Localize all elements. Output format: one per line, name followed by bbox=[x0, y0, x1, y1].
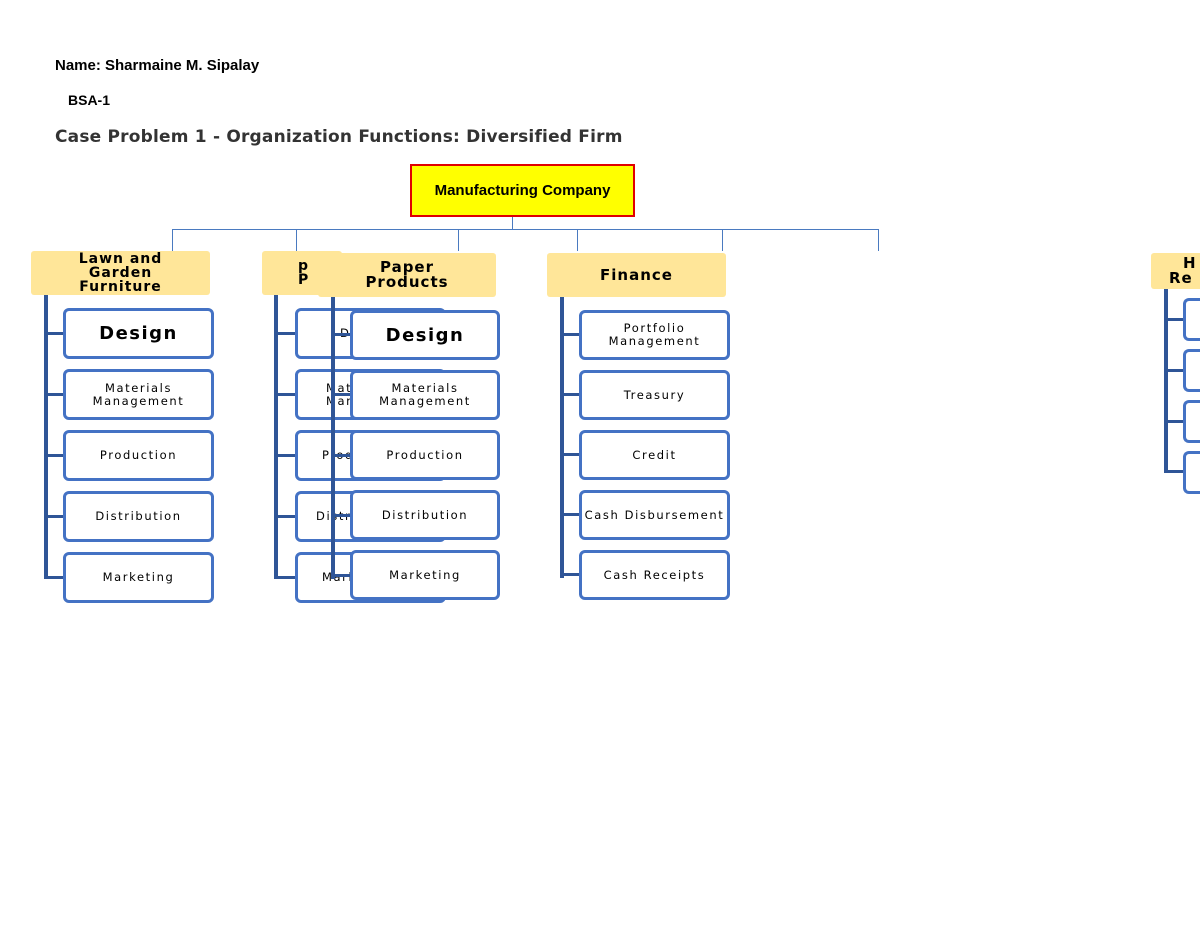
lawn-tick bbox=[44, 393, 64, 396]
dept-hr-label-top: H bbox=[1183, 254, 1197, 272]
page-title: Case Problem 1 - Organization Functions:… bbox=[55, 127, 623, 147]
root-node: Manufacturing Company bbox=[410, 164, 635, 217]
paper-item-distribution: Distribution bbox=[350, 490, 500, 540]
hidden-spine bbox=[274, 295, 278, 579]
branch-drop bbox=[172, 229, 173, 251]
root-connector-horizontal bbox=[172, 229, 879, 230]
finance-spine bbox=[560, 297, 564, 578]
paper-item-materials-management: Materials Management bbox=[350, 370, 500, 420]
student-name: Name: Sharmaine M. Sipalay bbox=[55, 57, 260, 74]
root-connector-vertical bbox=[512, 217, 513, 229]
hr-tick bbox=[1164, 420, 1184, 423]
paper-spine bbox=[331, 297, 335, 579]
hidden-tick bbox=[274, 332, 296, 335]
hidden-tick bbox=[274, 454, 296, 457]
student-class: BSA-1 bbox=[68, 92, 111, 108]
lawn-item-production: Production bbox=[63, 430, 214, 481]
finance-tick bbox=[560, 513, 580, 516]
hr-tick bbox=[1164, 369, 1184, 372]
paper-tick bbox=[331, 514, 351, 517]
paper-item-marketing: Marketing bbox=[350, 550, 500, 600]
dept-finance: Finance bbox=[547, 253, 726, 297]
finance-tick bbox=[560, 453, 580, 456]
finance-item-portfolio-management: Portfolio Management bbox=[579, 310, 730, 360]
branch-drop bbox=[722, 229, 723, 251]
dept-paper-products-label: Paper Products bbox=[365, 258, 449, 291]
paper-tick bbox=[331, 574, 351, 577]
lawn-item-materials-management: Materials Management bbox=[63, 369, 214, 420]
finance-tick bbox=[560, 573, 580, 576]
root-label: Manufacturing Company bbox=[434, 182, 611, 199]
paper-tick bbox=[331, 333, 351, 336]
hr-item-partial bbox=[1183, 400, 1200, 443]
finance-item-credit: Credit bbox=[579, 430, 730, 480]
dept-finance-label: Finance bbox=[600, 266, 673, 284]
dept-hidden-label-bottom: P bbox=[298, 272, 310, 288]
finance-item-treasury: Treasury bbox=[579, 370, 730, 420]
branch-drop bbox=[878, 229, 879, 251]
dept-hidden-label-top: p bbox=[298, 258, 310, 274]
lawn-tick bbox=[44, 454, 64, 457]
hr-item-partial bbox=[1183, 349, 1200, 392]
lawn-item-design: Design bbox=[63, 308, 214, 359]
hidden-tick bbox=[274, 393, 296, 396]
lawn-tick bbox=[44, 515, 64, 518]
hr-spine bbox=[1164, 289, 1168, 473]
paper-tick bbox=[331, 393, 351, 396]
hr-item-partial bbox=[1183, 451, 1200, 494]
dept-lawn-garden: Lawn and Garden Furniture bbox=[31, 251, 210, 295]
dept-paper-products: Paper Products bbox=[318, 253, 496, 297]
lawn-spine bbox=[44, 295, 48, 579]
hidden-tick bbox=[274, 576, 296, 579]
hr-item-partial bbox=[1183, 298, 1200, 341]
finance-item-cash-disbursement: Cash Disbursement bbox=[579, 490, 730, 540]
branch-drop bbox=[458, 229, 459, 251]
finance-tick bbox=[560, 393, 580, 396]
finance-tick bbox=[560, 333, 580, 336]
lawn-tick bbox=[44, 576, 64, 579]
paper-item-production: Production bbox=[350, 430, 500, 480]
branch-drop bbox=[296, 229, 297, 251]
lawn-tick bbox=[44, 332, 64, 335]
dept-hr-partial: H Re bbox=[1151, 253, 1200, 289]
paper-tick bbox=[331, 454, 351, 457]
finance-item-cash-receipts: Cash Receipts bbox=[579, 550, 730, 600]
dept-hr-label-bottom: Re bbox=[1169, 269, 1193, 287]
dept-lawn-garden-label: Lawn and Garden Furniture bbox=[78, 251, 163, 295]
hidden-tick bbox=[274, 515, 296, 518]
paper-item-design: Design bbox=[350, 310, 500, 360]
hr-tick bbox=[1164, 470, 1184, 473]
hr-tick bbox=[1164, 318, 1184, 321]
lawn-item-marketing: Marketing bbox=[63, 552, 214, 603]
branch-drop bbox=[577, 229, 578, 251]
lawn-item-distribution: Distribution bbox=[63, 491, 214, 542]
